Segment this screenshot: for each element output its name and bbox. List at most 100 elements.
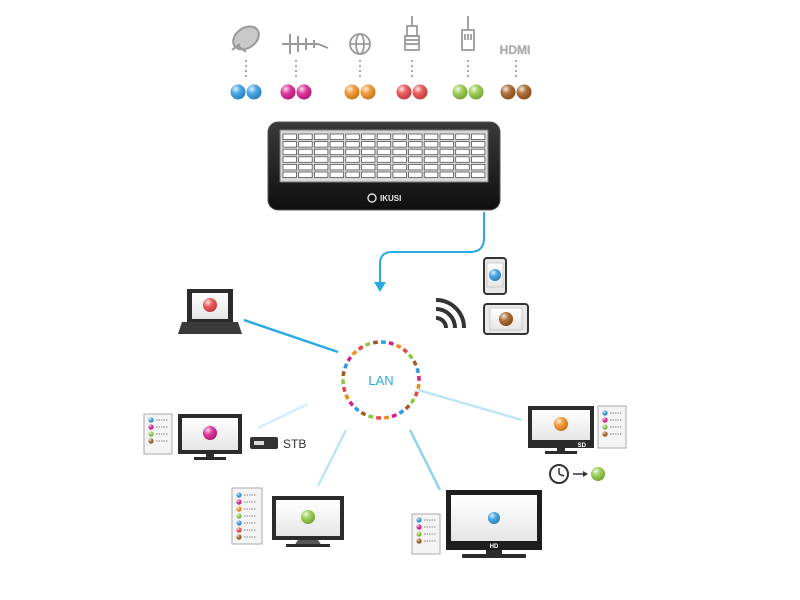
lan-ring-segment [344,394,350,400]
grille-cell [376,171,392,178]
source-dotted-lines [245,60,517,80]
hd-badge: HD [490,544,499,550]
grille-cell [408,141,423,148]
satellite-dish-icon [231,25,260,53]
stb-label: STB [283,437,306,451]
satellite-dish-ball [246,84,262,100]
channel-dot [416,517,422,523]
channel-list-bottom-right [411,513,441,555]
grille-cell [423,141,439,148]
lan-ring-segment [398,409,405,415]
clock-icon [549,464,569,484]
tablet-content-dot [499,312,513,326]
channel-list-right [597,405,627,449]
wifi-icon [435,298,466,329]
laptop [178,289,242,334]
coax-connector-icon [404,16,420,51]
channel-dot [416,538,422,544]
grille-cell [408,171,423,178]
internet-globe-ball [344,84,360,100]
channel-dot [236,506,242,512]
grille-cell [376,133,392,140]
grille-cell [439,133,454,140]
grille-cell [392,133,407,140]
grille-cell [376,156,392,163]
grille-cell [298,156,313,163]
lan-ring-segment [413,391,419,397]
coax-connector-ball [396,84,412,100]
sd-badge: SD [578,443,587,449]
grille-cell [376,148,392,156]
grille-cell [423,171,439,178]
down-arrow-icon [374,282,386,292]
grille-cell [439,148,454,156]
tablet [483,303,529,335]
channel-dot [602,417,608,423]
grille-cell [345,148,360,156]
lan-ring-segment [364,341,371,347]
grille-cell [455,148,470,156]
grille-cell [313,156,329,163]
grille-cell [439,141,454,148]
source-color-indicators [230,84,532,100]
channel-dot [236,492,242,498]
grille-cell [439,171,454,178]
hdmi-ball [500,84,516,100]
headend-device: IKUSI [267,121,501,211]
grille-cell [470,171,486,178]
ethernet-connector-ball [452,84,468,100]
grille-cell [423,156,439,163]
grille-cell [470,133,486,140]
lan-ring-segment [343,363,349,369]
internet-globe-icon [349,33,371,55]
grille-cell [470,148,486,156]
tv-bottom-left-content-dot [301,510,315,524]
channel-dot [416,531,422,537]
grille-cell [361,163,376,171]
channel-dot [236,527,242,533]
set-top-box [250,437,278,449]
lan-ring-segment [348,400,355,407]
laptop-dot [203,298,217,312]
lan-hub-ring [341,340,421,420]
grille-cell [313,141,329,148]
grille-cell [282,163,297,171]
channel-dot [236,513,242,519]
terrestrial-antenna-ball [280,84,296,100]
grille-cell [345,156,360,163]
tv-sd: SD [528,406,594,454]
tv-bottom-left [272,496,344,547]
coax-connector-ball [412,84,428,100]
terrestrial-antenna-icon [282,34,329,54]
grille-cell [423,163,439,171]
grille-cell [455,141,470,148]
hdmi-ball [516,84,532,100]
tv-sd-content-dot [554,417,568,431]
grille-cell [313,163,329,171]
lan-ring-segment [360,410,367,417]
grille-cell [470,156,486,163]
grille-cell [313,171,329,178]
grille-cell [361,171,376,178]
device-grille [282,133,486,178]
channel-dot [602,431,608,437]
grille-cell [282,133,297,140]
channel-dot [236,520,242,526]
grille-cell [392,171,407,178]
channel-dot [236,534,242,540]
smartphone-dot [489,269,501,281]
grille-cell [329,156,345,163]
grille-cell [376,163,392,171]
right-arrow-icon [573,471,588,477]
tv-stb [178,414,242,460]
grille-cell [298,133,313,140]
grille-cell [455,133,470,140]
timer-result-dot [591,467,605,481]
grille-cell [392,148,407,156]
channel-dot [236,499,242,505]
tv-sd-dot [554,417,568,431]
grille-cell [470,163,486,171]
smartphone [483,257,507,295]
grille-cell [361,148,376,156]
